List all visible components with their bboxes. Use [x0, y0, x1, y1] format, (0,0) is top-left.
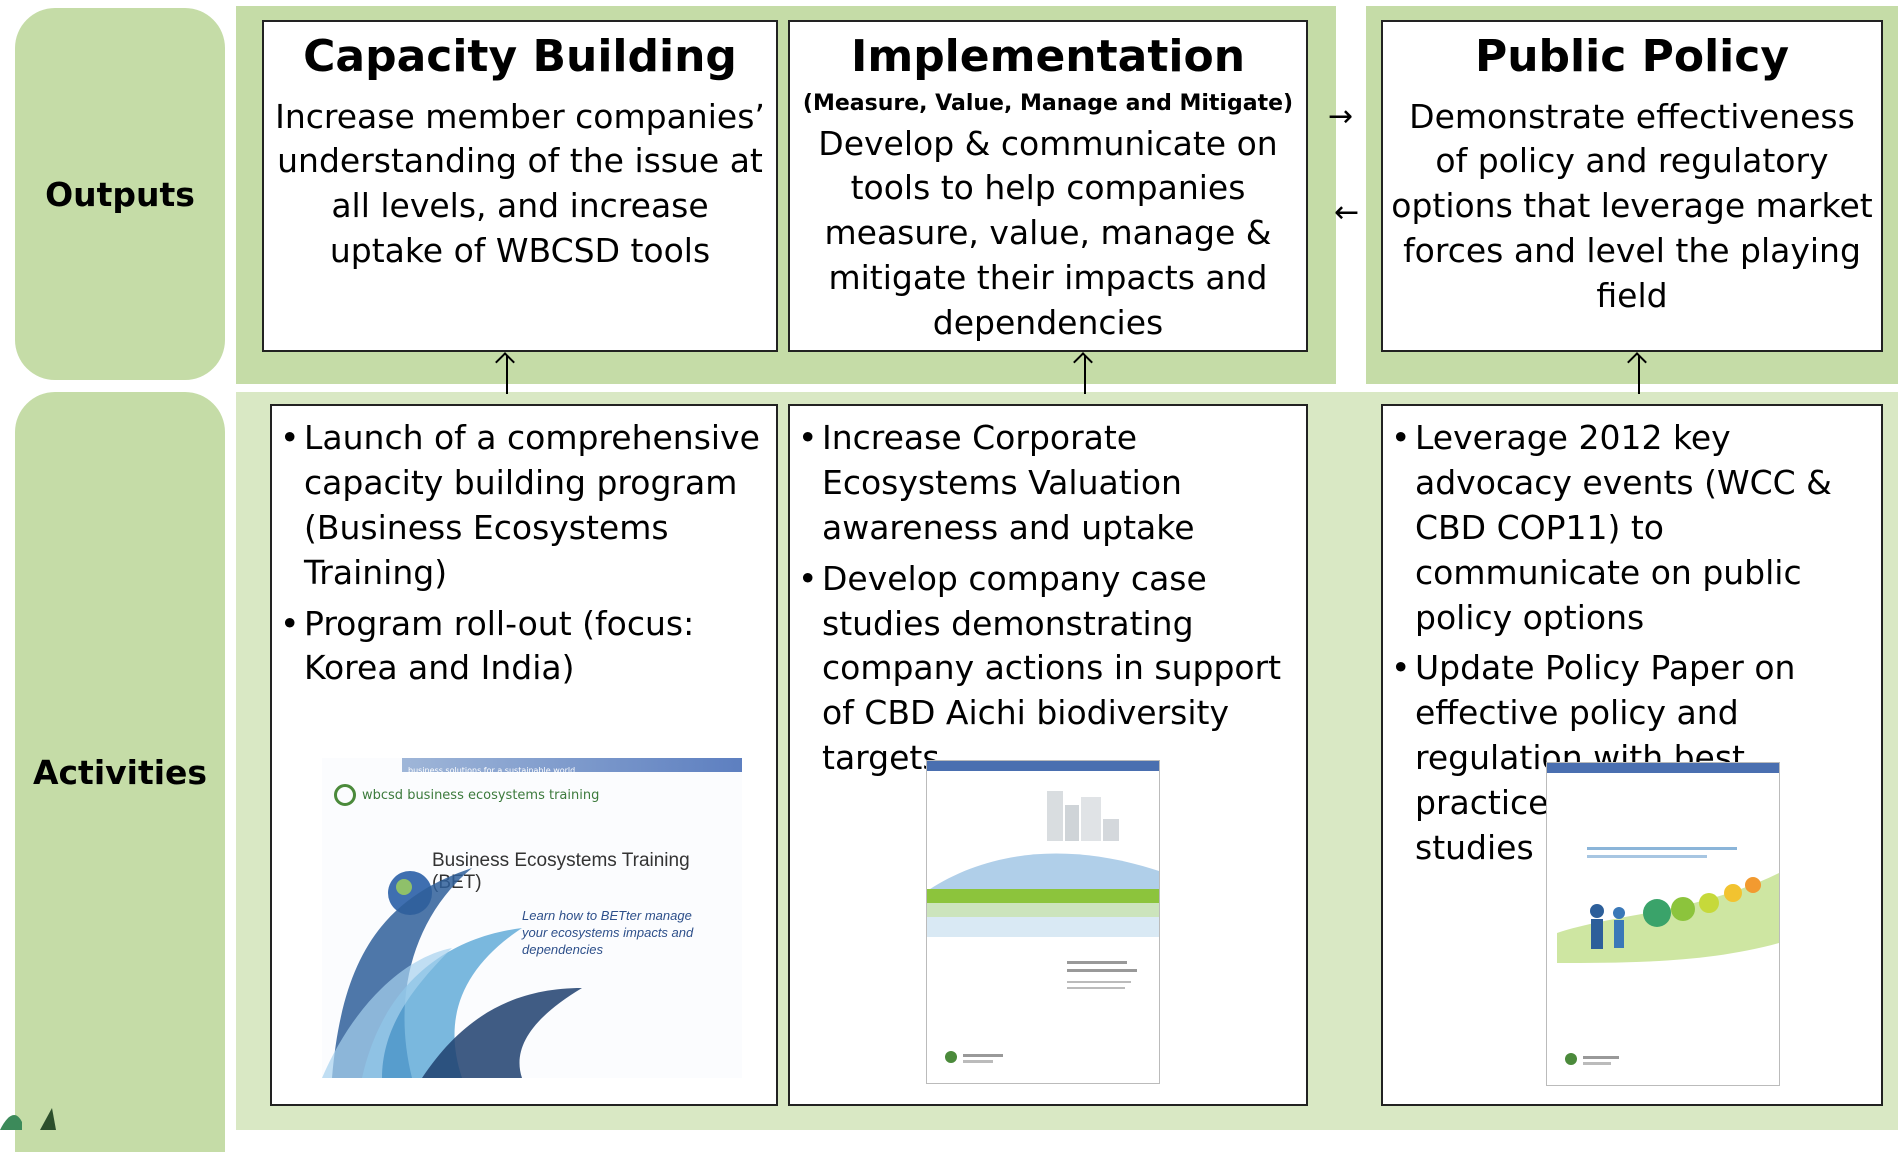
biodiversity-report-cover-image	[926, 760, 1160, 1084]
cover-header-band	[1547, 763, 1779, 773]
list-item: •Launch of a comprehensive capacity buil…	[280, 416, 766, 596]
output-box-capacity-building: Capacity Building Increase member compan…	[262, 20, 778, 352]
wbcsd-logo-icon	[334, 784, 356, 806]
activity-list: •Launch of a comprehensive capacity buil…	[272, 406, 776, 691]
corner-logo-fragment-icon	[0, 1108, 56, 1130]
activity-list: •Increase Corporate Ecosystems Valuation…	[790, 406, 1306, 781]
activities-label: Activities	[15, 392, 225, 1152]
bullet-icon: •	[1391, 418, 1411, 457]
arrow-up-icon	[1638, 356, 1640, 394]
bullet-icon: •	[280, 418, 300, 457]
output-body: Demonstrate effectiveness of policy and …	[1391, 96, 1873, 316]
activity-box-public-policy: •Leverage 2012 key advocacy events (WCC …	[1381, 404, 1883, 1106]
arrow-left-icon: ←	[1334, 195, 1360, 230]
output-subtitle: (Measure, Value, Manage and Mitigate)	[802, 90, 1294, 116]
list-item-text: Launch of a comprehensive capacity build…	[304, 418, 760, 592]
people-trees-artwork	[1557, 847, 1779, 1065]
outputs-label: Outputs	[15, 8, 225, 380]
output-box-implementation: Implementation (Measure, Value, Manage a…	[788, 20, 1308, 352]
output-box-public-policy: Public Policy Demonstrate effectiveness …	[1381, 20, 1883, 352]
list-item-text: Increase Corporate Ecosystems Valuation …	[822, 418, 1195, 547]
list-item-text: Program roll-out (focus: Korea and India…	[304, 603, 695, 688]
logo-text: wbcsd business ecosystems training	[362, 787, 600, 803]
bullet-icon: •	[1391, 648, 1411, 688]
bet-training-cover-image: business solutions for a sustainable wor…	[322, 758, 742, 1078]
output-title: Capacity Building	[303, 31, 737, 82]
activities-label-text: Activities	[32, 752, 208, 792]
bullet-icon: •	[798, 558, 818, 598]
outputs-label-text: Outputs	[45, 174, 195, 214]
bullet-icon: •	[280, 603, 300, 643]
activity-box-capacity-building: •Launch of a comprehensive capacity buil…	[270, 404, 778, 1106]
ribbon-globe-artwork	[322, 868, 582, 1078]
activity-box-implementation: •Increase Corporate Ecosystems Valuation…	[788, 404, 1308, 1106]
output-body: Increase member companies’ understanding…	[275, 96, 765, 271]
cover-header-strip: business solutions for a sustainable wor…	[402, 758, 742, 775]
output-title: Implementation	[850, 31, 1246, 82]
output-body: Develop & communicate on tools to help c…	[818, 123, 1278, 343]
cover-tagline: Learn how to BETter manage your ecosyste…	[522, 908, 694, 957]
cover-header-band	[927, 761, 1159, 771]
arrow-up-icon	[506, 356, 508, 394]
arrow-up-icon	[1084, 356, 1086, 394]
city-landscape-artwork	[927, 791, 1159, 1063]
policy-paper-cover-image	[1546, 762, 1780, 1086]
cover-strip-text: business solutions for a sustainable wor…	[408, 766, 576, 775]
list-item-text: Develop company case studies demonstrati…	[822, 558, 1282, 778]
list-item: •Program roll-out (focus: Korea and Indi…	[280, 602, 766, 692]
list-item: •Leverage 2012 key advocacy events (WCC …	[1391, 416, 1871, 640]
list-item: •Develop company case studies demonstrat…	[798, 557, 1296, 781]
list-item: •Increase Corporate Ecosystems Valuation…	[798, 416, 1296, 551]
output-title: Public Policy	[1474, 31, 1790, 82]
bullet-icon: •	[798, 418, 818, 457]
arrow-right-icon: →	[1328, 99, 1354, 134]
wbcsd-logo: wbcsd business ecosystems training	[334, 784, 599, 806]
list-item-text: Leverage 2012 key advocacy events (WCC &…	[1415, 418, 1832, 637]
